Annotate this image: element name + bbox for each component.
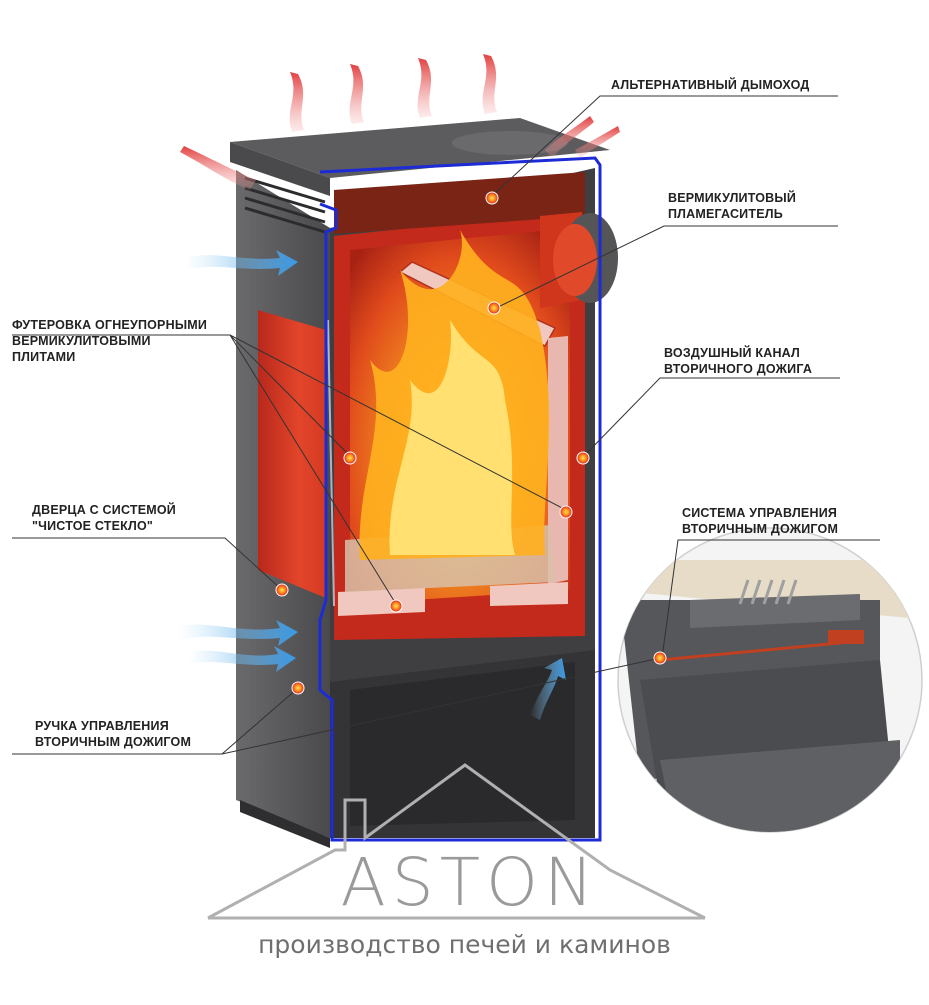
marker-control xyxy=(653,651,667,665)
label-handle: РУЧКА УПРАВЛЕНИЯ ВТОРИЧНЫМ ДОЖИГОМ xyxy=(35,719,192,749)
marker-flame-arrester xyxy=(487,301,501,315)
label-flame-arrester: ВЕРМИКУЛИТОВЫЙ ПЛАМЕГАСИТЕЛЬ xyxy=(668,191,797,221)
zoom-circle xyxy=(617,527,923,833)
leader-chimney xyxy=(491,95,838,197)
leader-air-channel xyxy=(583,377,840,457)
brand-name: ASTON xyxy=(340,844,600,921)
leader-lining-2 xyxy=(229,334,567,511)
leader-flame-arrester xyxy=(495,225,838,309)
marker-lining-floor xyxy=(389,599,403,613)
leader-door xyxy=(12,537,283,591)
leader-control xyxy=(661,539,880,659)
label-chimney: АЛЬТЕРНАТИВНЫЙ ДЫМОХОД xyxy=(611,78,810,92)
marker-lining-back xyxy=(559,505,573,519)
marker-door xyxy=(275,583,289,597)
marker-chimney xyxy=(485,191,499,205)
marker-air-channel xyxy=(576,451,590,465)
label-air-channel: ВОЗДУШНЫЙ КАНАЛ ВТОРИЧНОГО ДОЖИГА xyxy=(664,346,813,376)
logo-house-icon xyxy=(207,763,706,920)
leader-lines xyxy=(12,95,880,755)
label-door: ДВЕРЦА С СИСТЕМОЙ "ЧИСТОЕ СТЕКЛО" xyxy=(32,503,176,533)
marker-handle xyxy=(291,681,305,695)
label-lining: ФУТЕРОВКА ОГНЕУПОРНЫМИ ВЕРМИКУЛИТОВЫМИ П… xyxy=(12,318,208,364)
hot-air-flow xyxy=(180,54,620,190)
label-control-system: СИСТЕМА УПРАВЛЕНИЯ ВТОРИЧНЫМ ДОЖИГОМ xyxy=(682,506,839,536)
section-outline xyxy=(318,156,602,842)
firebox xyxy=(327,172,618,640)
cold-air-flow xyxy=(178,250,566,720)
marker-lining-wall xyxy=(343,451,357,465)
brand-tagline: производство печей и каминов xyxy=(258,930,671,959)
markers xyxy=(275,191,667,695)
leader-lining-3 xyxy=(229,334,397,605)
leader-handle-zoom xyxy=(221,657,661,755)
